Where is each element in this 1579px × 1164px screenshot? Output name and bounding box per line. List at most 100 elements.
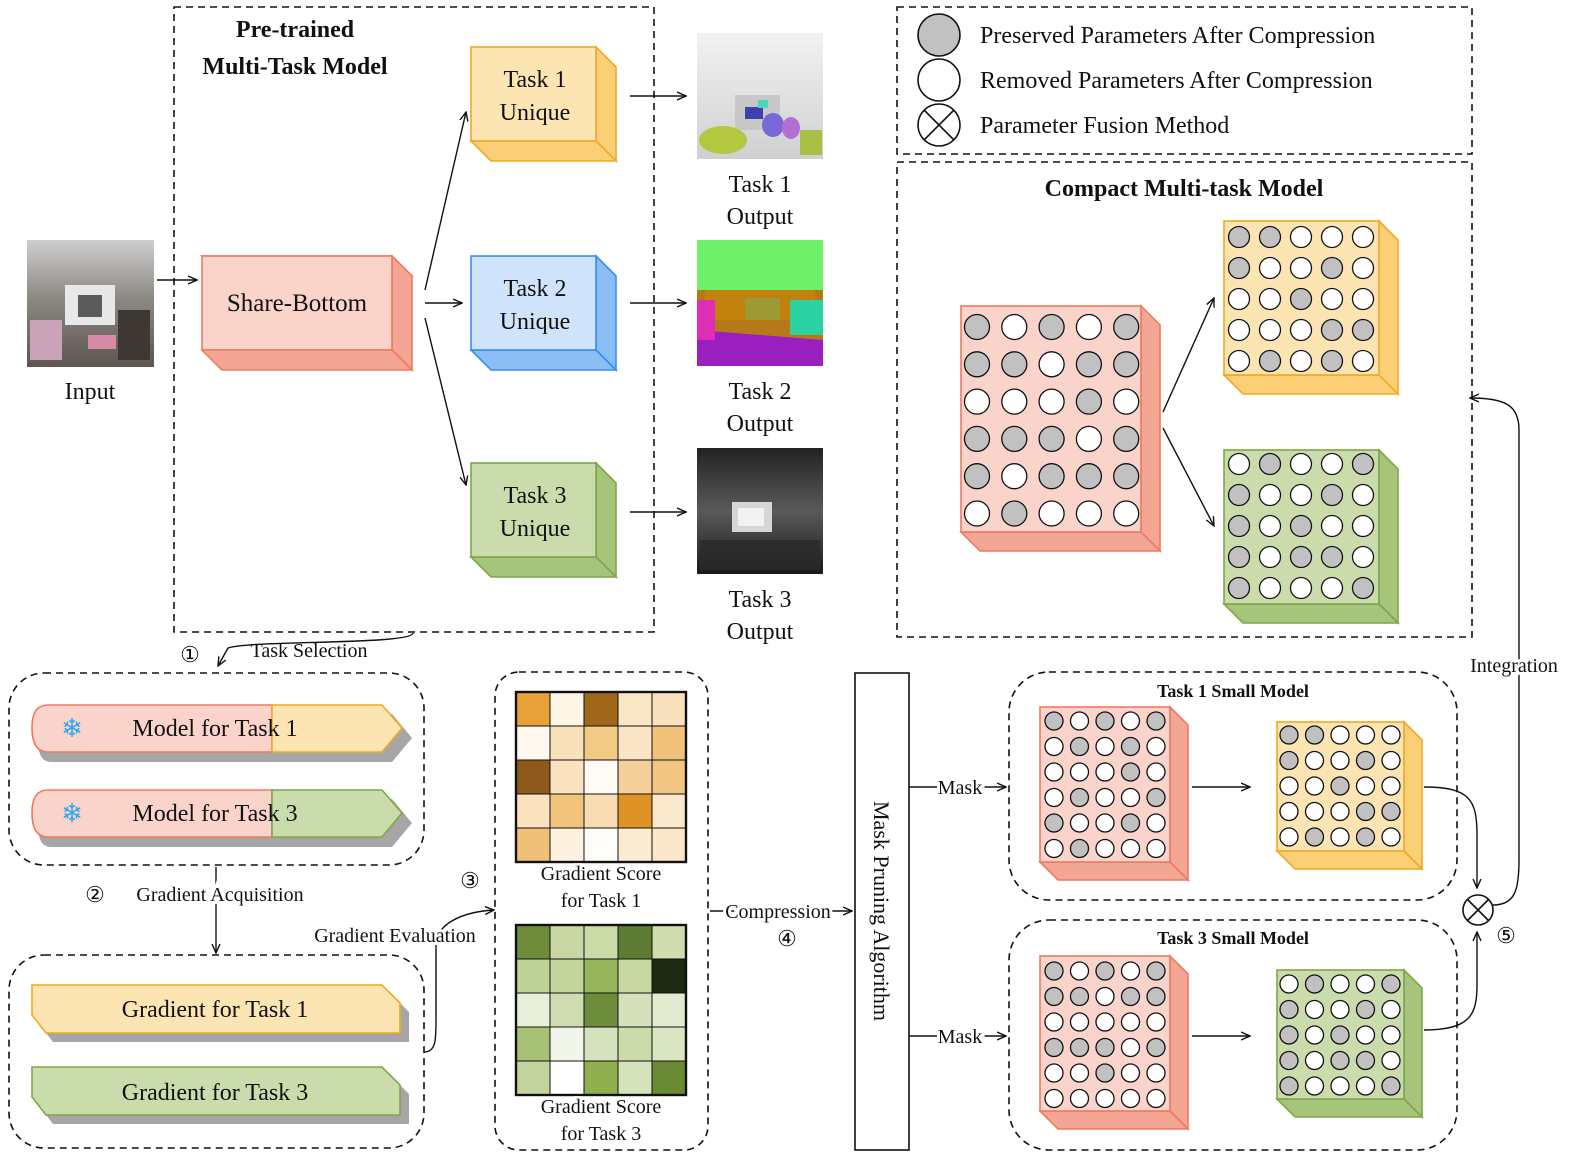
removed-node [1120, 1063, 1141, 1083]
removed-node [1381, 1050, 1401, 1071]
preserved-node [1038, 463, 1065, 490]
preserved-node-icon [917, 13, 961, 57]
removed-node [1304, 1050, 1325, 1071]
heatmap-cell [617, 827, 653, 863]
preserved-node [1381, 1076, 1401, 1096]
preserved-node [963, 463, 991, 490]
removed-node [1258, 318, 1282, 342]
removed-node [1330, 750, 1350, 771]
task-head-label-line2: Unique [500, 309, 571, 335]
task1-small-shared-grid [1044, 711, 1166, 859]
removed-node [1044, 1012, 1064, 1032]
heatmap-cell [617, 793, 653, 829]
heatmap-cell [549, 725, 585, 761]
preserved-node [1044, 986, 1064, 1007]
preserved-node [1279, 750, 1299, 771]
task1-small-model-title: Task 1 Small Model [1157, 681, 1309, 701]
heatmap-cell [617, 759, 653, 795]
preserved-node [1120, 762, 1141, 782]
heatmap-cell [549, 958, 585, 994]
preserved-node [1069, 838, 1090, 859]
removed-node [1330, 1076, 1350, 1096]
removed-node [1304, 776, 1325, 796]
removed-node [1381, 725, 1401, 745]
removed-node [1069, 711, 1090, 731]
preserved-node [1146, 986, 1166, 1007]
heatmap-cell [583, 827, 619, 863]
step2-marker: ② [85, 882, 105, 907]
gradient-evaluation-label: Gradient Evaluation [314, 925, 476, 947]
removed-node [1120, 1012, 1141, 1032]
shared-parameter-block [959, 304, 1162, 553]
removed-node [1069, 1012, 1090, 1032]
preserved-node [1355, 827, 1376, 847]
removed-node [1044, 1088, 1064, 1109]
task1-parameter-block [1222, 219, 1400, 396]
removed-node [1351, 514, 1375, 538]
task3-parameter-block [1222, 448, 1400, 625]
preserved-node [1227, 576, 1251, 600]
removed-node [1146, 838, 1166, 859]
removed-node [1289, 349, 1313, 373]
removed-node [1120, 711, 1141, 731]
removed-node [1113, 388, 1140, 415]
arrow-compact-to-task1 [1162, 298, 1214, 413]
task2-output-label-line1: Task 2 [729, 379, 792, 405]
removed-node [1227, 318, 1251, 342]
preserved-node [1044, 813, 1064, 833]
removed-node [1095, 838, 1115, 859]
preserved-node [1001, 500, 1028, 527]
task-head-label-line2: Unique [500, 516, 571, 542]
heatmap-cell [583, 958, 619, 994]
heatmap-border [514, 690, 688, 864]
snowflake-icon-task3: ❄ [61, 799, 83, 828]
removed-node [1038, 500, 1065, 527]
removed-node [1304, 750, 1325, 771]
heatmap-cell [583, 759, 619, 795]
task3-output-image [697, 448, 823, 574]
removed-node [1069, 762, 1090, 782]
input-label: Input [65, 379, 116, 405]
removed-node [1304, 1025, 1325, 1045]
preserved-node [1001, 425, 1028, 453]
arrow-compact-to-task3 [1162, 427, 1214, 526]
removed-node [1044, 736, 1064, 757]
arrow-task3-to-fusion [1423, 932, 1477, 1031]
removed-node [1258, 287, 1282, 311]
removed-node [1258, 576, 1282, 600]
heatmap-cell [515, 725, 551, 761]
heatmap-cell [549, 924, 585, 960]
task-head-label-line1: Task 2 [504, 276, 567, 302]
preserved-node [1355, 750, 1376, 771]
score3-label-line1: Gradient Score [541, 1096, 662, 1118]
heatmap-cell [583, 924, 619, 960]
legend-preserved-label: Preserved Parameters After Compression [980, 23, 1375, 49]
preserved-node [1044, 961, 1064, 981]
removed-node [1355, 1025, 1376, 1045]
heatmap-cell [651, 958, 687, 994]
removed-node [1069, 813, 1090, 833]
preserved-node [1044, 711, 1064, 731]
removed-node [1146, 1063, 1166, 1083]
preserved-node [1320, 483, 1344, 507]
preserved-node [1320, 318, 1344, 342]
heatmap-cell [583, 793, 619, 829]
gradient-task3-label: Gradient for Task 3 [122, 1080, 309, 1106]
heatmap-cell [515, 958, 551, 994]
removed-node [1146, 1012, 1166, 1032]
removed-node [1320, 514, 1344, 538]
heatmap-cell [617, 1060, 653, 1096]
gradient-task3-banner [31, 1066, 409, 1124]
preserved-node [1227, 514, 1251, 538]
score3-label-line2: for Task 3 [561, 1123, 641, 1145]
removed-node [1289, 256, 1313, 280]
preserved-node [1038, 425, 1065, 453]
preserved-node [1351, 452, 1375, 476]
heatmap-cell [549, 691, 585, 727]
gradient-task1-label: Gradient for Task 1 [122, 997, 309, 1023]
integration-label: Integration [1470, 655, 1558, 677]
preserved-node [1355, 999, 1376, 1020]
removed-node [1351, 483, 1375, 507]
preserved-node [1095, 1037, 1115, 1058]
